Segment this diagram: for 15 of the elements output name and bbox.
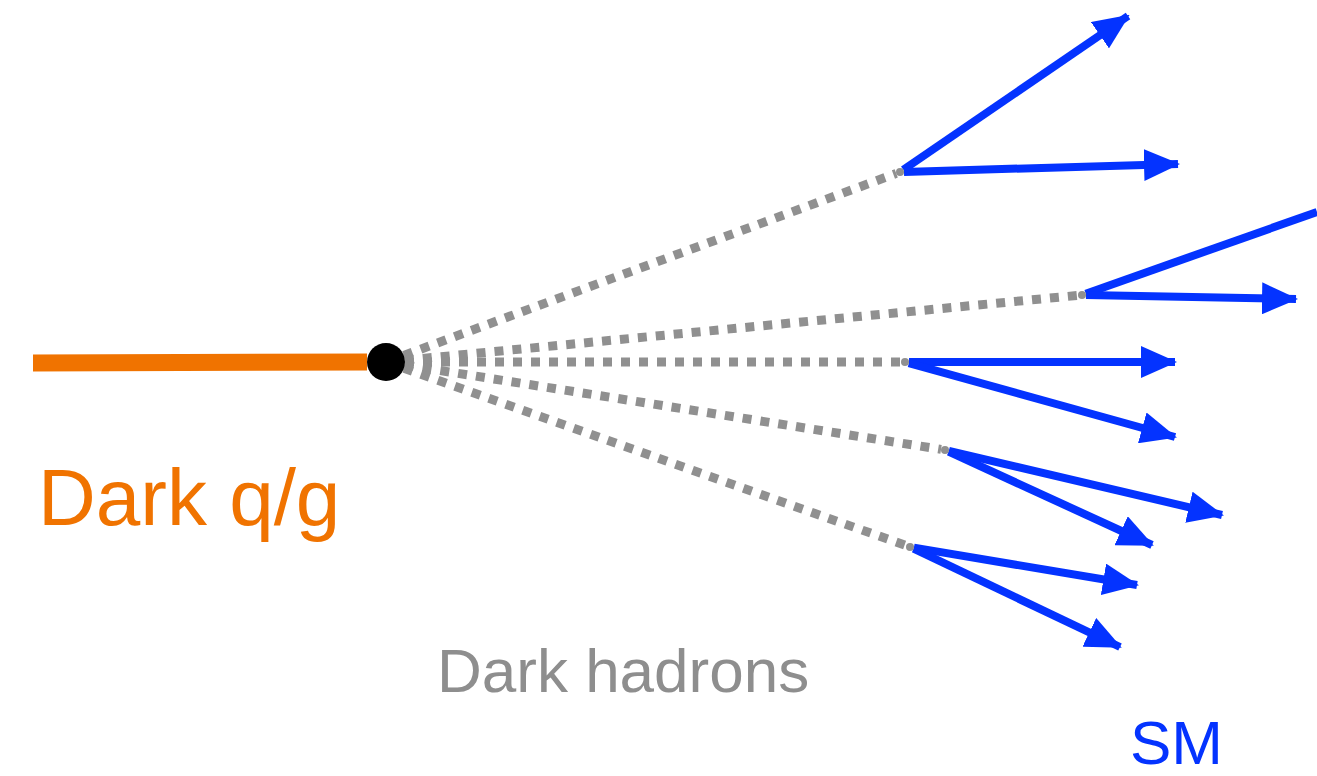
decay-point <box>941 446 949 454</box>
decay-point <box>1078 291 1086 299</box>
vertex-dot <box>367 343 405 381</box>
dashed-line <box>402 364 908 550</box>
decay-point <box>906 543 914 551</box>
arrow <box>911 545 1122 651</box>
arrow <box>1085 282 1298 315</box>
particle-label: SM <box>1130 712 1223 774</box>
decay-point <box>896 168 904 176</box>
decay-point <box>901 358 909 366</box>
particle-label: Dark hadrons <box>437 640 810 702</box>
arrow <box>903 149 1180 181</box>
arrow <box>907 359 1177 444</box>
line <box>32 353 368 372</box>
arrow <box>947 447 1224 523</box>
